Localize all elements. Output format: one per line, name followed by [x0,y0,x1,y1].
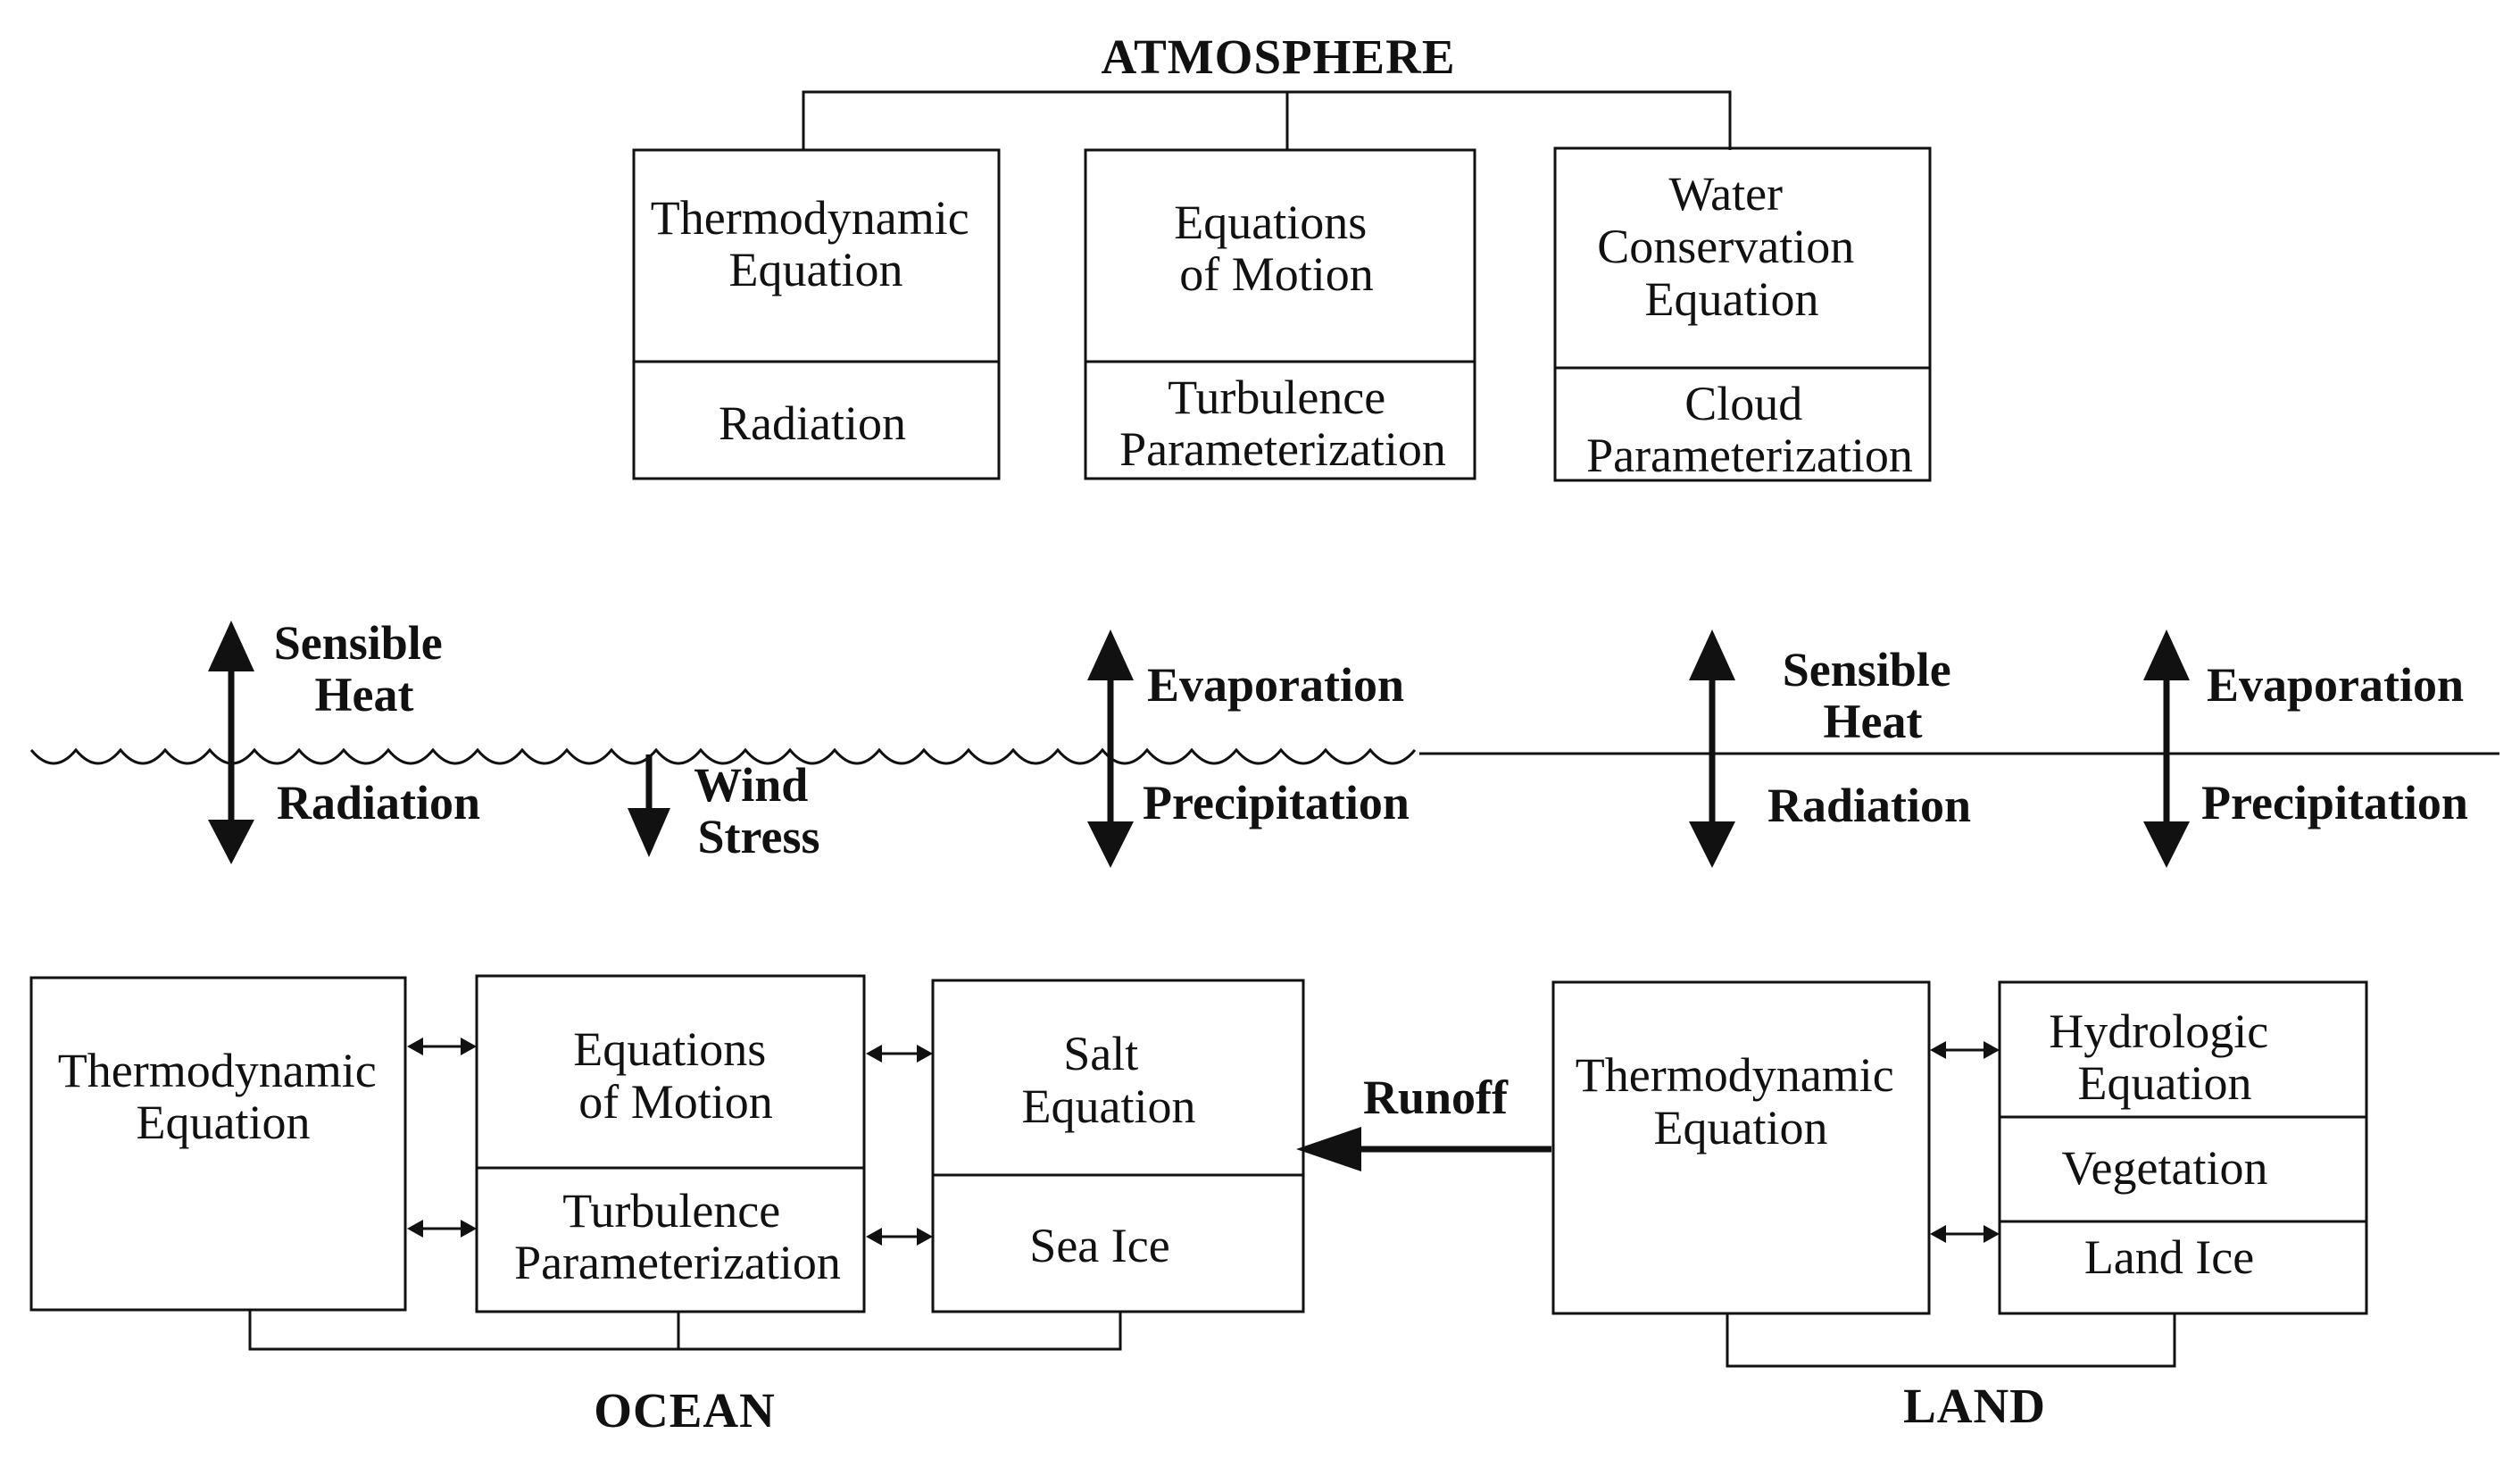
ocean-heat-radiation-arrow [208,621,254,864]
ocean-surface-wave [29,747,1417,765]
atmosphere-bracket [802,90,1732,150]
land-radiation-label: Radiation [1767,779,1971,832]
ocean-thermo-motion-lower-arrow [407,1220,477,1238]
atmosphere-thermodynamic-box [632,148,1001,480]
land-thermo-ice-arrow [1930,1225,2000,1243]
atmosphere-motion-box [1084,148,1476,480]
ocean-motion-salt-lower-arrow [866,1228,933,1246]
ocean-thermodynamic-box [29,976,407,1312]
land-heat-radiation-arrow [1689,629,1735,868]
ocean-motion-label: Equations of Motion [573,1022,778,1129]
ocean-radiation-label: Radiation [277,776,480,829]
ocean-turbulence-label: Turbulence Parameterization [514,1184,841,1289]
runoff-label: Runoff [1363,1071,1509,1124]
ocean-title: OCEAN [594,1383,776,1438]
land-evaporation-precipitation-arrow [2143,629,2190,868]
land-title: LAND [1903,1379,2046,1433]
land-vegetation-label: Vegetation [2062,1141,2268,1195]
land-precipitation-label: Precipitation [2201,776,2468,829]
land-subsystems-box [1998,980,2368,1315]
ocean-thermodynamic-label: Thermodynamic Equation [58,1044,388,1149]
ocean-evaporation-label: Evaporation [1147,658,1404,712]
atmosphere-radiation-label: Radiation [719,396,906,450]
atmosphere-water-label: Water Conservation Equation [1597,167,1866,326]
land-thermo-hydrologic-arrow [1930,1041,2000,1059]
atmosphere-thermodynamic-label: Thermodynamic Equation [651,191,981,296]
ocean-motion-box [475,974,866,1313]
ocean-precipitation-label: Precipitation [1143,776,1410,829]
wind-stress-label: Wind Stress [694,758,820,863]
ocean-sea-ice-label: Sea Ice [1029,1219,1169,1272]
runoff-arrow [1296,1127,1551,1171]
wind-stress-arrow [628,754,670,857]
land-bracket [1726,1313,2176,1368]
ocean-motion-salt-upper-arrow [866,1045,933,1063]
land-thermodynamic-box [1551,980,1931,1315]
atmosphere-turbulence-label: Turbulence Parameterization [1119,371,1446,476]
ocean-bracket [248,1310,1122,1351]
land-hydrologic-label: Hydrologic Equation [2049,1004,2280,1110]
land-evaporation-label: Evaporation [2207,658,2464,712]
ocean-evaporation-precipitation-arrow [1087,629,1134,868]
ocean-thermo-motion-upper-arrow [407,1038,477,1055]
atmosphere-cloud-label: Cloud Parameterization [1586,377,1913,482]
ocean-salt-label: Salt Equation [1022,1027,1196,1133]
atmosphere-title: ATMOSPHERE [1101,29,1455,84]
land-ice-label: Land Ice [2084,1230,2254,1284]
land-thermodynamic-label: Thermodynamic Equation [1576,1048,1906,1154]
land-sensible-heat-label: Sensible Heat [1783,643,1964,748]
atmosphere-motion-label: Equations of Motion [1174,196,1378,301]
atmosphere-water-box [1553,146,1932,482]
ocean-salt-box [931,979,1305,1313]
ocean-sensible-heat-label: Sensible Heat [274,616,455,721]
